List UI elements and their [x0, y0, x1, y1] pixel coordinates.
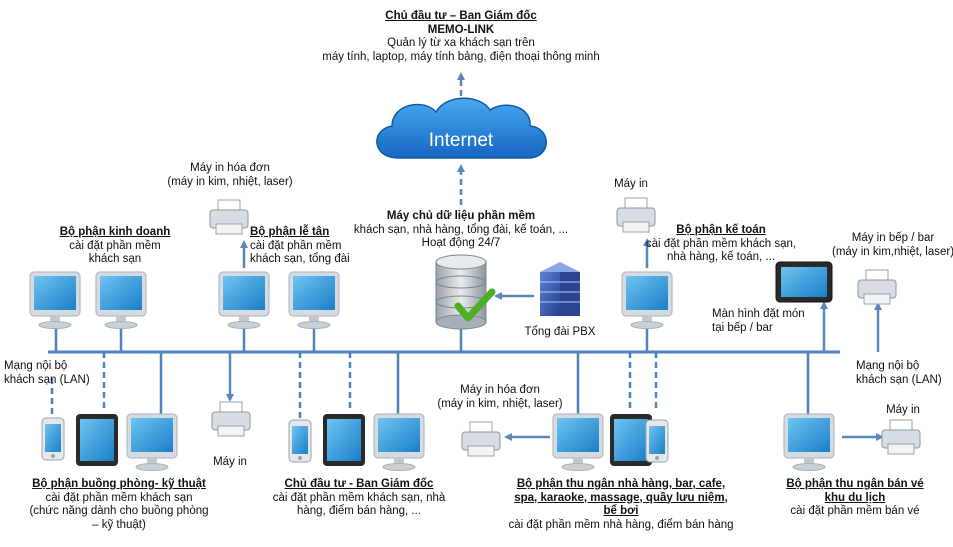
buong-phong-monitor-icon [126, 413, 178, 471]
bgd-tablet-icon [323, 414, 365, 466]
top-block: Chủ đầu tư – Ban Giám đốc MEMO-LINK Quản… [311, 10, 611, 64]
pbx-label: Tổng đài PBX [524, 326, 596, 338]
database-server-icon [435, 254, 496, 330]
buong-phong-title: Bộ phận buồng phòng- kỹ thuật [32, 478, 206, 490]
le-tan-line-1: cài đặt phần mềm [250, 239, 342, 252]
ban-ve-printer-icon [881, 419, 921, 455]
kinh-doanh-monitor-2-icon [95, 271, 147, 329]
buong-phong-line-3: – kỹ thuật) [92, 518, 146, 531]
thu-ngan-phone-icon [645, 419, 669, 463]
bgd-line-1: cài đặt phần mềm khách sạn, nhà [272, 491, 446, 504]
le-tan-monitor-2-icon [288, 271, 340, 329]
top-product: MEMO-LINK [427, 23, 495, 36]
buong-phong-tablet-icon [76, 414, 118, 466]
le-tan-block: Bộ phận lễ tân cài đặt phần mềm khách sạ… [250, 226, 380, 267]
kitchen-printer-icon [857, 269, 897, 305]
lan-left-line-1: Mạng nội bộ [4, 360, 68, 372]
thu-ngan-block: Bộ phận thu ngân nhà hàng, bar, cafe, sp… [494, 478, 748, 532]
kitchen-screen-icon [775, 261, 833, 303]
ke-toan-line-2: nhà hàng, kế toán, ... [666, 251, 776, 263]
buong-phong-printer-icon [211, 401, 251, 437]
thu-ngan-monitor-icon [552, 413, 604, 471]
kinh-doanh-line-2: khách sạn [88, 253, 142, 265]
ban-ve-printer-label: Máy in [886, 404, 920, 416]
top-line-2: máy tính, laptop, máy tính bảng, điện th… [322, 50, 600, 63]
ban-ve-title-2: khu du lịch [824, 491, 886, 504]
kinh-doanh-monitor-1-icon [29, 271, 81, 329]
ke-toan-title: Bộ phận kế toán [676, 224, 766, 236]
ban-ve-title-1: Bộ phận thu ngân bán vé [786, 478, 924, 490]
kitchen-screen-line-1: Màn hình đặt món [712, 308, 805, 320]
lan-left-line-2: khách sạn (LAN) [4, 373, 90, 386]
ke-toan-block: Bộ phận kế toán cài đặt phần mềm khách s… [636, 224, 806, 265]
thu-ngan-title-2: spa, karaoke, massage, quầy lưu niệm, [514, 491, 728, 504]
lan-right-line-1: Mạng nội bộ [856, 360, 920, 372]
invoice-printer-bottom-block: Máy in hóa đơn (máy in kim, nhiệt, laser… [420, 384, 580, 411]
kinh-doanh-title: Bộ phận kinh doanh [59, 226, 171, 238]
kitchen-printer-line-2: (máy in kim,nhiệt, laser) [832, 245, 953, 258]
kitchen-printer-line-1: Máy in bếp / bar [851, 232, 935, 244]
bgd-monitor-icon [373, 413, 425, 471]
top-line-1: Quản lý từ xa khách sạn trên [387, 37, 535, 49]
le-tan-monitor-1-icon [218, 271, 270, 329]
invoice-printer-top-line-1: Máy in hóa đơn [190, 162, 270, 174]
le-tan-title: Bộ phận lễ tân [250, 226, 330, 238]
invoice-printer-top-block: Máy in hóa đơn (máy in kim, nhiệt, laser… [150, 162, 310, 189]
wireless-drops [50, 352, 658, 420]
internet-cloud-icon [376, 97, 547, 159]
server-line-1: khách sạn, nhà hàng, tổng đài, kế toán, … [353, 223, 569, 236]
invoice-printer-bottom-line-1: Máy in hóa đơn [460, 384, 540, 396]
ke-toan-printer-label: Máy in [614, 178, 648, 190]
ke-toan-line-1: cài đặt phần mềm khách sạn, [645, 237, 797, 250]
thu-ngan-line-1: cài đặt phần mềm nhà hàng, điểm bán hàng [508, 518, 734, 531]
server-block: Máy chủ dữ liệu phần mềm khách sạn, nhà … [346, 210, 576, 251]
kitchen-screen-block: Màn hình đặt món tại bếp / bar [712, 308, 822, 335]
top-heading: Chủ đầu tư – Ban Giám đốc [385, 10, 537, 22]
ban-ve-block: Bộ phận thu ngân bán vé khu du lịch cài … [760, 478, 950, 519]
thu-ngan-printer-icon [461, 421, 501, 457]
lan-right-block: Mạng nội bộ khách sạn (LAN) [856, 360, 951, 387]
buong-phong-phone-icon [41, 417, 65, 461]
lan-left-block: Mạng nội bộ khách sạn (LAN) [4, 360, 104, 387]
upper-drops [54, 322, 810, 420]
ban-ve-monitor-icon [783, 413, 835, 471]
invoice-printer-bottom-line-2: (máy in kim, nhiệt, laser) [437, 397, 563, 410]
bgd-line-2: hàng, điểm bán hàng, ... [296, 505, 422, 517]
kitchen-printer-block: Máy in bếp / bar (máy in kim,nhiệt, lase… [832, 232, 953, 259]
bgd-title: Chủ đầu tư - Ban Giám đốc [284, 478, 434, 490]
ban-ve-line-1: cài đặt phần mềm bán vé [790, 505, 920, 517]
thu-ngan-title-1: Bộ phận thu ngân nhà hàng, bar, cafe, [516, 478, 726, 490]
buong-phong-block: Bộ phận buồng phòng- kỹ thuật cài đặt ph… [4, 478, 234, 532]
kitchen-screen-line-2: tại bếp / bar [712, 321, 773, 334]
lan-right-line-2: khách sạn (LAN) [856, 373, 942, 386]
pbx-icon [540, 262, 580, 316]
server-title: Máy chủ dữ liệu phần mềm [386, 210, 536, 222]
invoice-printer-top-icon [209, 199, 249, 235]
thu-ngan-title-3: bể bơi [603, 505, 639, 517]
buong-phong-line-2: (chức năng dành cho buồng phòng [29, 505, 209, 517]
server-line-2: Hoạt động 24/7 [421, 237, 501, 249]
invoice-printer-top-line-2: (máy in kim, nhiệt, laser) [167, 175, 293, 188]
le-tan-line-2: khách sạn, tổng đài [250, 253, 350, 265]
buong-phong-printer-label: Máy in [213, 456, 247, 468]
bgd-phone-icon [288, 419, 312, 463]
ke-toan-monitor-icon [621, 271, 673, 329]
bgd-block: Chủ đầu tư - Ban Giám đốc cài đặt phần m… [264, 478, 454, 519]
device-arrows [226, 238, 884, 441]
buong-phong-line-1: cài đặt phần mềm khách sạn [45, 491, 193, 504]
internet-label: Internet [429, 130, 494, 151]
kinh-doanh-block: Bộ phận kinh doanh cài đặt phần mềm khác… [40, 226, 190, 267]
kinh-doanh-line-1: cài đặt phần mềm [69, 239, 161, 252]
